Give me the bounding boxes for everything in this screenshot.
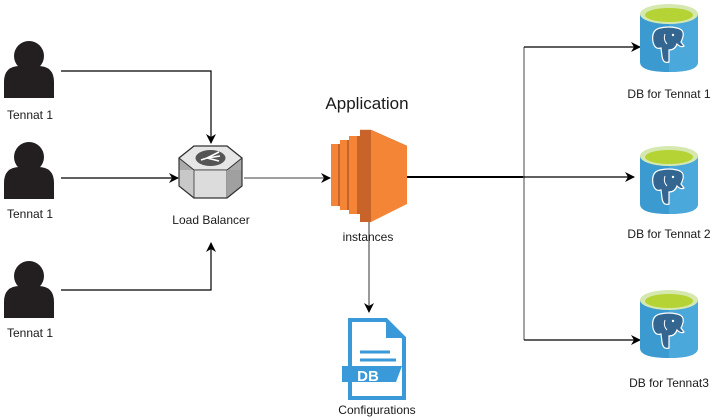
tenant-c-user-icon[interactable] [4,261,54,318]
tenant-a-user-icon[interactable] [4,41,54,98]
db1-postgresql-icon[interactable] [639,3,699,73]
configurations-label: Configurations [338,403,416,417]
edge-tenant-c-to-load-balancer [61,242,216,291]
db3-postgresql-icon[interactable] [639,289,699,359]
tenant-c-label: Tennat 1 [6,326,54,340]
tenant-a-label: Tennat 1 [6,108,54,122]
db3-label: DB for Tennat3 [629,376,709,390]
tenant-b-label: Tennat 1 [6,207,54,221]
load-balancer-label: Load Balancer [172,213,250,227]
instances-label: instances [342,230,394,244]
load-balancer-icon[interactable] [178,145,243,199]
edges [61,42,641,345]
db2-label: DB for Tennat 2 [627,227,711,241]
tenant-b-user-icon[interactable] [4,142,54,199]
db-file-icon[interactable] [342,318,406,400]
application-title: Application [325,94,409,113]
ec2-instances-icon[interactable] [331,129,408,222]
db1-label: DB for Tennat 1 [627,87,711,101]
db2-postgresql-icon[interactable] [639,145,699,215]
db-file-badge: DB [357,368,379,385]
edge-tenant-a-to-load-balancer [61,70,216,144]
